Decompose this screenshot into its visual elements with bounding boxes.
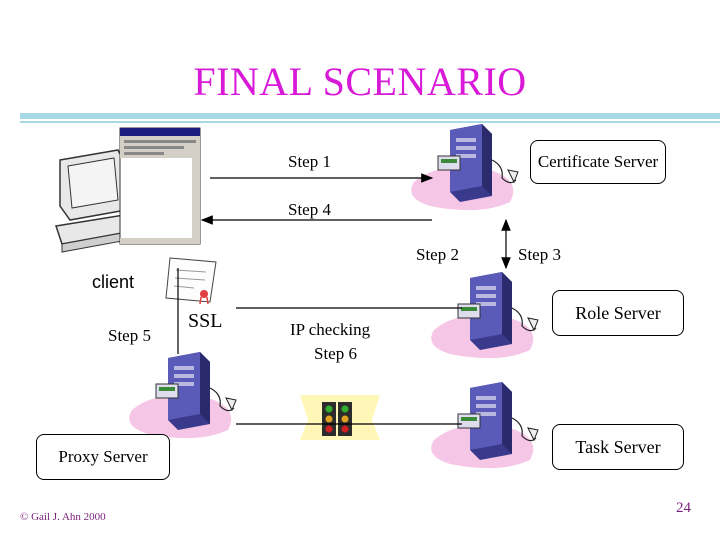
role-server-icon (430, 271, 539, 359)
task-server-icon (430, 381, 539, 469)
certificate-server-icon (410, 123, 519, 211)
page-number: 24 (676, 500, 691, 516)
step6-label: Step 6 (314, 344, 357, 363)
copyright-footer: © Gail J. Ahn 2000 (20, 511, 106, 523)
proxy-server-label: Proxy Server (36, 434, 170, 480)
step1-label: Step 1 (288, 152, 331, 171)
role-server-label: Role Server (552, 290, 684, 336)
certificate-document-icon (165, 257, 217, 305)
browser-window-icon (119, 127, 201, 245)
ip-checking-label: IP checking (290, 320, 371, 339)
certificate-server-label: Certificate Server (530, 140, 666, 184)
step5-label: Step 5 (108, 326, 151, 345)
step3-label: Step 3 (518, 245, 561, 264)
ssl-label: SSL (188, 310, 223, 332)
client-label: client (92, 272, 135, 292)
step4-label: Step 4 (288, 200, 331, 219)
title-rule-thick (20, 113, 720, 119)
task-server-label: Task Server (552, 424, 684, 470)
slide-title: FINAL SCENARIO (193, 59, 527, 104)
traffic-light-icon (300, 395, 380, 440)
proxy-server-icon (128, 351, 237, 439)
title-rule-thin (20, 121, 720, 123)
step2-label: Step 2 (416, 245, 459, 264)
